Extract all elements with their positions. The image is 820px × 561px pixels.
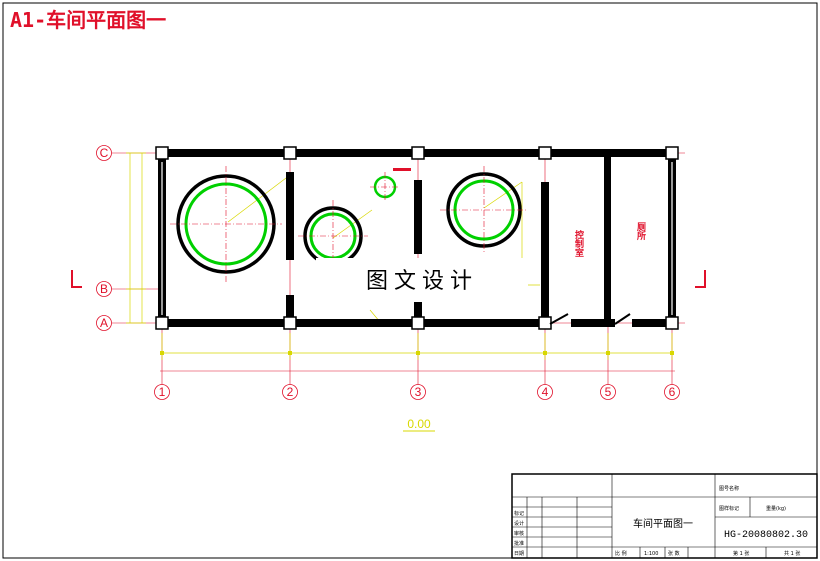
tb-drawing-code: HG-20080802.30 <box>724 530 808 541</box>
axis-label-B: B <box>100 282 108 296</box>
wall-4 <box>541 182 549 327</box>
tb-label-approve: 批准 <box>514 540 524 547</box>
axis-bubble-B <box>96 281 112 297</box>
title-block: 标记 设计 审核 批准 日期 车间平面图一 比 例 1:100 张 数 图号名称… <box>511 473 818 559</box>
axis-bubble-6 <box>664 384 680 400</box>
watermark-box <box>316 258 528 302</box>
tb-label-weight: 重量(kg) <box>766 505 786 512</box>
watermark-text: 图文设计 <box>366 269 478 294</box>
room-label-control: 控制室 <box>573 229 584 257</box>
axis-label-A: A <box>100 316 108 330</box>
axis-bubble-4 <box>537 384 553 400</box>
tb-sheet-number: 第 1 张 <box>733 550 749 557</box>
room-label-toilet: 厕所 <box>635 222 646 241</box>
tb-label-scale: 比 例 <box>615 550 627 557</box>
axis-label-5: 5 <box>605 385 612 399</box>
small-tank-tag <box>393 168 411 171</box>
column <box>283 316 297 330</box>
tanks <box>176 172 522 274</box>
tb-label-mark: 标记 <box>514 510 524 517</box>
axis-label-6: 6 <box>669 385 676 399</box>
tb-label-design: 设计 <box>514 520 524 527</box>
axis-bubble-1 <box>154 384 170 400</box>
tb-label-drawing-title: 图号名称 <box>719 485 739 492</box>
door-swings <box>549 313 631 325</box>
tb-sheet-total: 共 1 张 <box>784 550 800 557</box>
section-markers <box>71 270 706 288</box>
row-axis-bubbles: C B A <box>96 145 112 331</box>
axis-bubble-C <box>96 145 112 161</box>
tank-centerlines <box>170 166 528 282</box>
axis-bubble-2 <box>282 384 298 400</box>
wall-3-lower <box>414 300 422 327</box>
column-axis-bubbles: 1 2 3 4 5 6 <box>154 384 680 400</box>
axis-label-2: 2 <box>287 385 294 399</box>
axis-bubble-3 <box>410 384 426 400</box>
drawing-title: A1-车间平面图一 <box>10 8 166 32</box>
axis-bubble-5 <box>600 384 616 400</box>
wall-3-upper <box>414 180 422 254</box>
wall-2-upper <box>286 172 294 260</box>
tb-drawing-name: 车间平面图一 <box>633 517 693 530</box>
column <box>411 146 425 160</box>
column <box>411 316 425 330</box>
columns <box>155 146 679 330</box>
dimension-lines <box>126 152 673 360</box>
wall-bottom-seg5 <box>571 319 615 327</box>
column <box>155 316 169 330</box>
wall-5 <box>604 157 611 319</box>
tb-label-check: 审核 <box>514 530 524 537</box>
tb-label-mark-pattern: 图样标记 <box>719 505 739 512</box>
wall-inner-lines <box>161 162 673 315</box>
dimension-ticks <box>160 351 674 355</box>
elevation-label: 0.00 <box>407 417 431 431</box>
wall-2-lower <box>286 295 294 327</box>
axis-label-1: 1 <box>159 385 166 399</box>
column <box>283 146 297 160</box>
axis-label-3: 3 <box>415 385 422 399</box>
tb-scale-value: 1:100 <box>644 551 658 557</box>
axis-bubble-A <box>96 315 112 331</box>
axis-label-C: C <box>100 146 109 160</box>
column <box>538 146 552 160</box>
column <box>665 316 679 330</box>
tb-label-date: 日期 <box>514 551 524 557</box>
column <box>538 316 552 330</box>
wall-bottom-seg6 <box>632 319 676 327</box>
title-block-frame <box>511 473 818 559</box>
tb-label-sheets: 张 数 <box>668 550 680 557</box>
column <box>665 146 679 160</box>
column <box>155 146 169 160</box>
axis-label-4: 4 <box>542 385 549 399</box>
wall-bottom-main <box>158 319 550 327</box>
